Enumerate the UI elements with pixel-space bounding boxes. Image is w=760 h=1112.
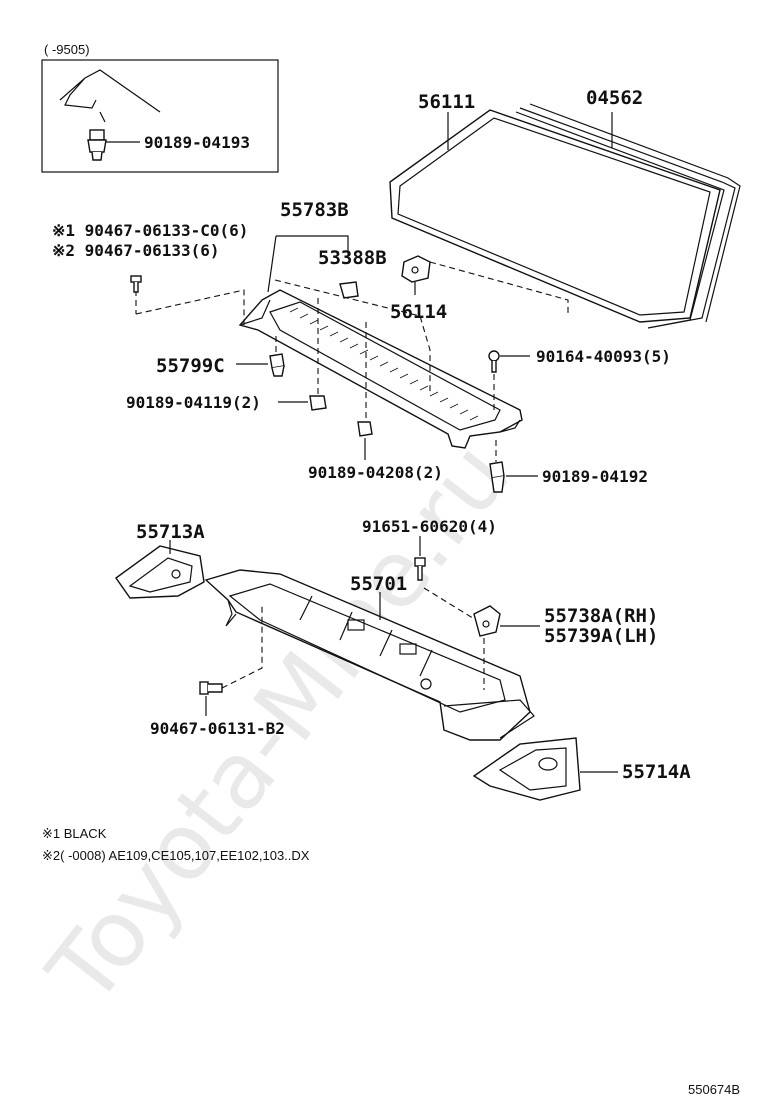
label-90467-06133-C0: ※1 90467-06133-C0(6) [52,221,248,240]
label-90164-40093: 90164-40093(5) [536,347,671,366]
label-55783B: 55783B [280,199,349,221]
cowl-panel [204,569,535,741]
label-04562: 04562 [586,87,643,109]
clip-icon [87,129,107,161]
windshield-glass [389,103,741,329]
label-55713A: 55713A [136,521,205,543]
label-90189-04192: 90189-04192 [542,467,648,486]
label-55701: 55701 [350,573,407,595]
label-55799C: 55799C [156,355,225,377]
bracket-55738A-icon [473,605,501,637]
inset-bracket-sketch [59,69,161,123]
label-90189-04119: 90189-04119(2) [126,393,261,412]
diagram-id: 550674B [688,1082,740,1097]
label-55739A: 55739A(LH) [544,625,658,647]
inset-frame [41,59,279,173]
label-90189-04208: 90189-04208(2) [308,463,443,482]
clip-55799C-icon [269,353,285,377]
bracket-55713A-icon [115,545,205,599]
inset-range: ( -9505) [44,42,90,57]
label-91651-60620: 91651-60620(4) [362,517,497,536]
label-90467-06133: ※2 90467-06133(6) [52,241,220,260]
label-53388B: 53388B [318,247,387,269]
label-90467-06131-B2: 90467-06131-B2 [150,719,285,738]
note-2: ※2( -0008) AE109,CE105,107,EE102,103..DX [42,848,310,863]
clip-90189-04192-icon [489,461,505,493]
screw-90164-icon [488,350,500,373]
leader-55783B [267,235,349,293]
label-55738A: 55738A(RH) [544,605,658,627]
windshield-moulding [515,107,736,329]
screw-90467-icon [130,275,142,293]
cowl-louver [238,289,523,449]
bracket-55714A-icon [472,737,581,801]
clip-53388B-icon [339,281,359,299]
bracket-56114-icon [401,255,431,283]
label-55714A: 55714A [622,761,691,783]
note-1: ※1 BLACK [42,826,107,841]
inset-box: ( -9505) 90189-04193 [41,42,279,173]
clip-90189-04119-icon [309,395,327,411]
label-90189-04193: 90189-04193 [144,133,250,152]
label-56111: 56111 [418,91,475,113]
bolt-90467-B2-icon [199,681,223,695]
clip-90189-04208-icon [357,421,373,437]
screw-91651-icon [414,557,426,581]
label-56114: 56114 [390,301,447,323]
